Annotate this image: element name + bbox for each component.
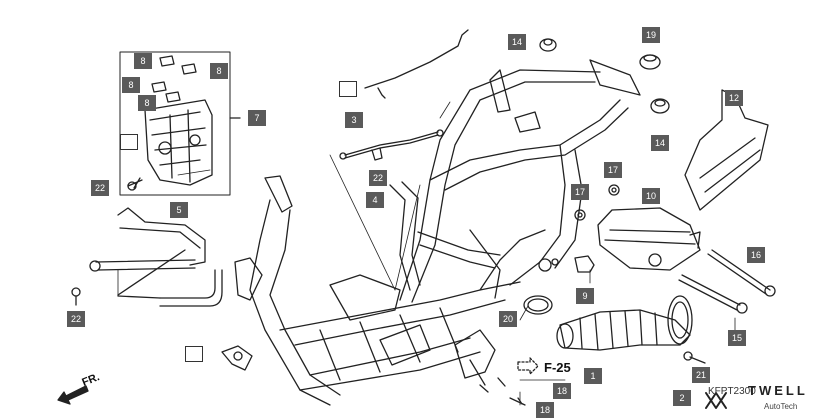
callout-18b: 18 xyxy=(536,402,554,418)
callout-17a: 17 xyxy=(571,184,589,200)
reference-arrow xyxy=(517,357,539,375)
reference-code: F-25 xyxy=(544,360,571,375)
callout-4: 4 xyxy=(366,192,384,208)
cable xyxy=(339,129,444,161)
empty-callout-box-lever xyxy=(185,346,203,362)
callout-19: 19 xyxy=(642,27,660,43)
callout-20: 20 xyxy=(499,311,517,327)
callout-3: 3 xyxy=(345,112,363,128)
callout-16: 16 xyxy=(747,247,765,263)
long-bolt-15 xyxy=(678,274,748,314)
callout-2: 2 xyxy=(673,390,691,406)
long-bolt-16 xyxy=(707,249,776,297)
callout-1: 1 xyxy=(584,368,602,384)
bracket-assembly xyxy=(144,99,213,186)
callout-8d: 8 xyxy=(138,95,156,111)
callout-15: 15 xyxy=(728,330,746,346)
nut-left xyxy=(574,209,586,221)
pin-18 xyxy=(479,377,526,406)
air-duct xyxy=(556,309,691,351)
callout-14b: 14 xyxy=(651,135,669,151)
hose-clamp xyxy=(523,295,553,315)
bolt-22-upper xyxy=(127,177,143,191)
callout-8c: 8 xyxy=(122,77,140,93)
brand-logo-mark xyxy=(705,392,727,409)
collar-lower xyxy=(650,98,670,114)
callout-8b: 8 xyxy=(210,63,228,79)
callout-5: 5 xyxy=(170,202,188,218)
arm-unit xyxy=(597,207,701,271)
main-frame xyxy=(234,59,641,406)
front-arrow xyxy=(57,385,89,405)
empty-callout-box-bracket xyxy=(120,134,138,150)
screw-21 xyxy=(683,351,706,364)
bolt-22-lower xyxy=(71,287,81,306)
callout-21: 21 xyxy=(692,367,710,383)
empty-callout-box-rod xyxy=(339,81,357,97)
rubber-pads xyxy=(151,55,197,103)
rod xyxy=(364,29,469,99)
callout-22b: 22 xyxy=(67,311,85,327)
collar-upper xyxy=(539,38,557,52)
callout-10: 10 xyxy=(642,188,660,204)
rubber-boot xyxy=(667,295,693,345)
watermark-brand: TWELL xyxy=(748,383,808,398)
diagram-part-code: KFPT2300 xyxy=(708,386,756,397)
guard-plate xyxy=(684,89,769,211)
callout-9: 9 xyxy=(576,288,594,304)
leader-lines xyxy=(117,101,736,406)
callout-22a: 22 xyxy=(91,180,109,196)
callout-22c: 22 xyxy=(369,170,387,186)
watermark-subtitle: AutoTech xyxy=(764,402,798,411)
stopper xyxy=(574,255,595,273)
callout-8a: 8 xyxy=(134,53,152,69)
nut-right xyxy=(608,184,620,196)
callout-14a: 14 xyxy=(508,34,526,50)
callout-12: 12 xyxy=(725,90,743,106)
callout-7: 7 xyxy=(248,110,266,126)
lever-part xyxy=(221,345,253,371)
callout-17b: 17 xyxy=(604,162,622,178)
callout-18a: 18 xyxy=(553,383,571,399)
grommet xyxy=(639,54,661,70)
stand-bracket xyxy=(89,207,223,307)
